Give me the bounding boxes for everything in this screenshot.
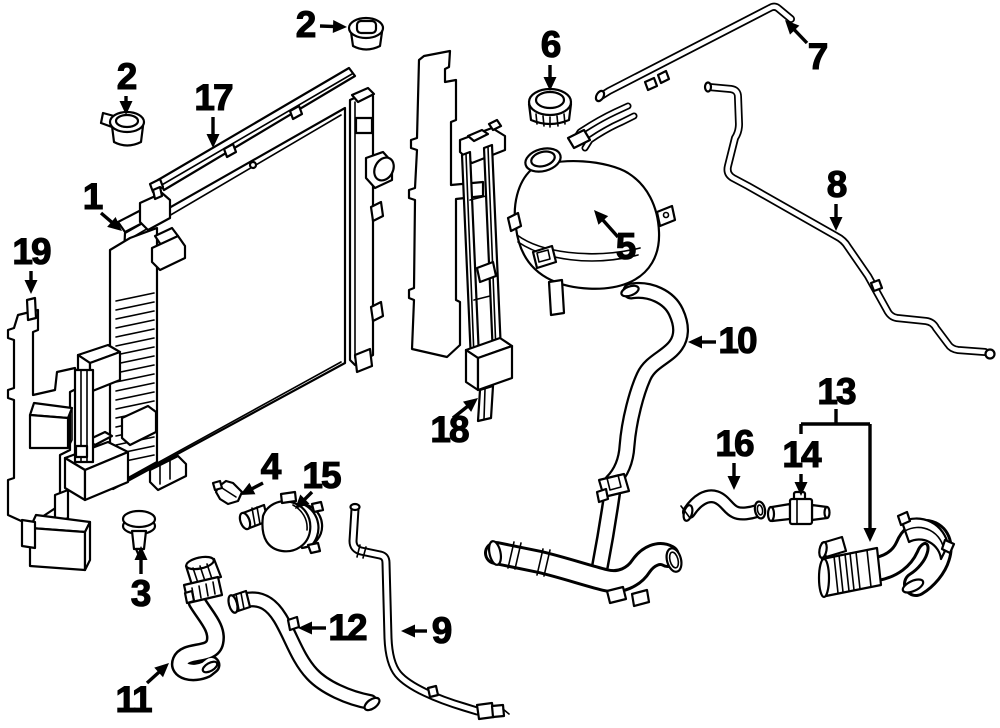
callout-1-radiator[interactable]: 1 bbox=[82, 175, 122, 231]
callout-label[interactable]: 19 bbox=[12, 230, 54, 272]
callout-label[interactable]: 6 bbox=[540, 23, 563, 65]
air-deflector-shield bbox=[6, 296, 95, 572]
callout-label[interactable]: 2 bbox=[295, 3, 318, 45]
callout-label[interactable]: 14 bbox=[782, 433, 825, 475]
callout-12-heater-hose[interactable]: 12 bbox=[298, 606, 370, 649]
arrowhead bbox=[107, 216, 122, 231]
arrowhead bbox=[727, 476, 741, 490]
callout-label[interactable]: 18 bbox=[430, 408, 472, 450]
thermostat-housing bbox=[238, 490, 325, 555]
radiator-right-tank bbox=[348, 86, 395, 374]
arrowhead bbox=[594, 210, 609, 225]
arrowhead bbox=[24, 280, 38, 294]
radiator-seal-strip bbox=[148, 66, 357, 201]
connector-hose bbox=[680, 496, 767, 522]
callout-label[interactable]: 8 bbox=[826, 163, 849, 205]
radiator bbox=[63, 86, 395, 502]
arrowhead bbox=[863, 528, 877, 542]
callout-15-thermostat-housing[interactable]: 15 bbox=[295, 454, 344, 509]
arrowhead bbox=[119, 101, 133, 115]
arrowhead bbox=[688, 335, 702, 349]
coolant-reservoir bbox=[506, 102, 677, 317]
callout-18-fan-shroud-baffle[interactable]: 18 bbox=[430, 398, 478, 451]
callout-label[interactable]: 15 bbox=[302, 454, 344, 496]
callout-10-upper-hose-assembly[interactable]: 10 bbox=[688, 319, 760, 362]
callout-8-vent-tube[interactable]: 8 bbox=[826, 163, 849, 231]
callout-label[interactable]: 10 bbox=[718, 319, 760, 361]
arrowhead bbox=[154, 663, 169, 678]
callout-19-air-deflector-shield[interactable]: 19 bbox=[12, 230, 54, 294]
callout-label[interactable]: 17 bbox=[194, 76, 235, 118]
callout-13-water-outlet-assembly[interactable]: 13 bbox=[799, 370, 877, 542]
shroud-support-rail bbox=[458, 118, 514, 423]
callout-16-connector-hose[interactable]: 16 bbox=[715, 422, 757, 490]
callout-label[interactable]: 12 bbox=[328, 606, 370, 648]
callout-label[interactable]: 11 bbox=[115, 678, 155, 720]
callout-9-lower-hose-tube[interactable]: 9 bbox=[401, 609, 454, 652]
arrowhead bbox=[829, 217, 843, 231]
arrowhead bbox=[240, 482, 256, 495]
callout-label[interactable]: 7 bbox=[807, 35, 829, 77]
vent-tube bbox=[703, 81, 996, 360]
callout-label[interactable]: 2 bbox=[116, 55, 139, 97]
callout-label[interactable]: 1 bbox=[82, 175, 105, 217]
water-outlet-assembly bbox=[817, 510, 956, 599]
callout-6-reservoir-cap[interactable]: 6 bbox=[540, 23, 563, 91]
reservoir-cap bbox=[527, 87, 573, 128]
overflow-hose bbox=[594, 7, 791, 103]
callout-14-connector-valve[interactable]: 14 bbox=[782, 433, 825, 496]
arrowhead bbox=[295, 494, 310, 509]
callout-17-radiator-seal-strip[interactable]: 17 bbox=[194, 76, 235, 148]
callout-label[interactable]: 13 bbox=[817, 370, 859, 412]
arrowhead bbox=[134, 546, 148, 560]
arrowhead bbox=[794, 482, 808, 496]
callout-label[interactable]: 5 bbox=[615, 225, 638, 267]
callout-label[interactable]: 4 bbox=[260, 445, 284, 487]
arrowhead bbox=[206, 134, 220, 148]
heater-hose bbox=[227, 589, 381, 712]
callout-11-upper-radiator-hose[interactable]: 11 bbox=[115, 663, 169, 721]
upper-radiator-hose bbox=[180, 555, 222, 675]
radiator-cap-left bbox=[99, 110, 146, 147]
connector-valve bbox=[766, 490, 831, 526]
arrowhead bbox=[785, 20, 800, 35]
arrowhead bbox=[401, 624, 415, 638]
bracket-clip bbox=[211, 479, 244, 506]
radiator-cap-top bbox=[347, 16, 385, 51]
arrowhead bbox=[298, 621, 312, 635]
callout-4-bracket-clip[interactable]: 4 bbox=[240, 445, 284, 495]
lower-hose-tube bbox=[351, 502, 510, 721]
callout-3-drain-plug[interactable]: 3 bbox=[130, 546, 153, 615]
upper-hose-assembly bbox=[487, 284, 684, 608]
radiator-left-tank bbox=[63, 191, 188, 502]
fan-shroud-baffle bbox=[407, 49, 514, 423]
callout-label[interactable]: 9 bbox=[431, 609, 454, 651]
callout-5-coolant-reservoir[interactable]: 5 bbox=[594, 210, 638, 268]
callout-2-radiator-cap[interactable]: 2 bbox=[116, 55, 139, 115]
drain-plug bbox=[121, 509, 157, 558]
arrowhead bbox=[463, 398, 478, 412]
arrowhead bbox=[543, 77, 557, 91]
callout-7-overflow-hose[interactable]: 7 bbox=[785, 20, 829, 78]
callout-label[interactable]: 16 bbox=[715, 422, 757, 464]
callout-2-radiator-cap[interactable]: 2 bbox=[295, 3, 347, 46]
arrowhead bbox=[332, 19, 347, 33]
callout-label[interactable]: 3 bbox=[130, 572, 153, 614]
